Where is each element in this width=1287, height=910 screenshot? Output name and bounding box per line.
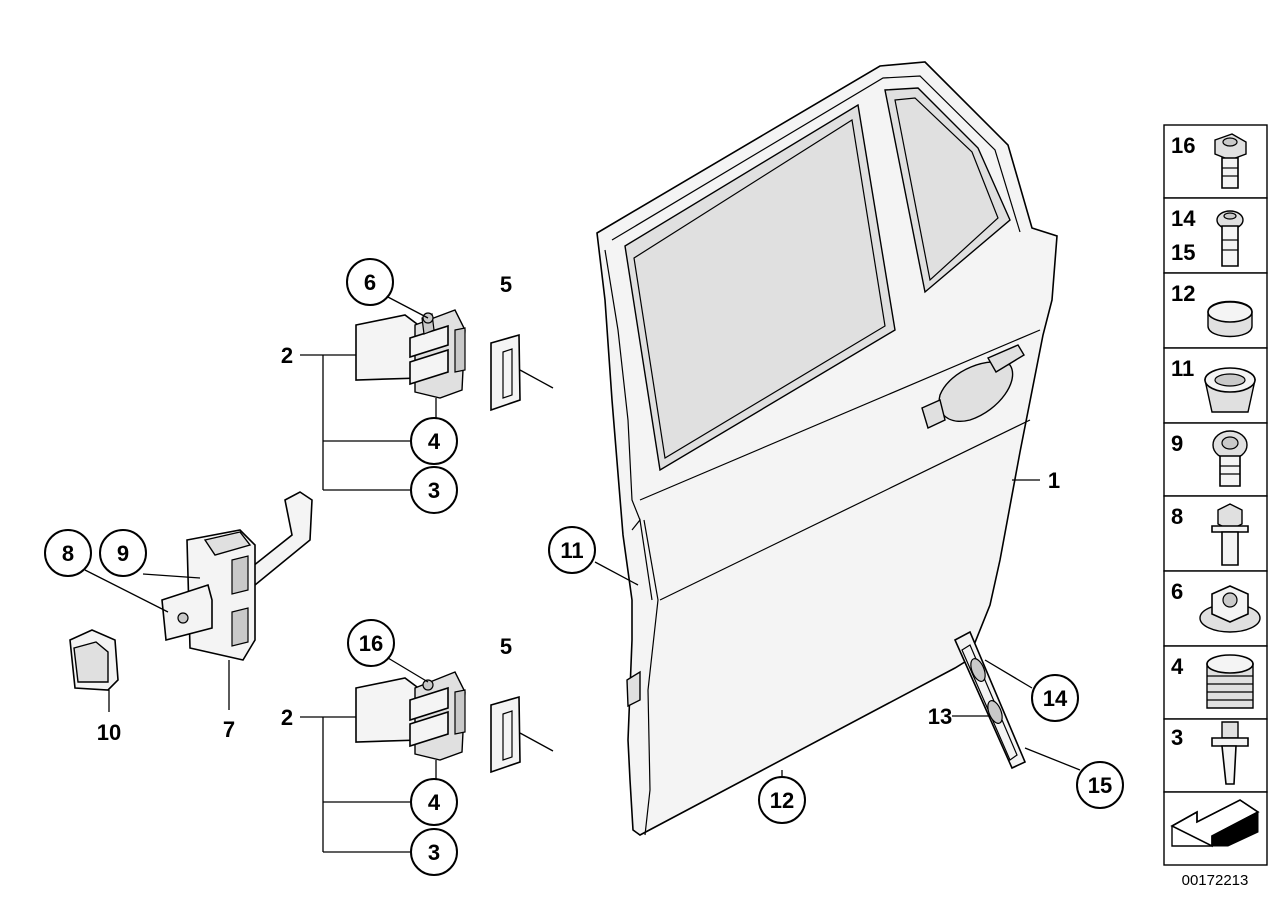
hex-bolt-icon — [1211, 503, 1249, 566]
label-7: 7 — [223, 717, 235, 742]
svg-text:15: 15 — [1171, 240, 1195, 265]
svg-text:14: 14 — [1171, 206, 1196, 231]
legend-row-8: 8 — [1163, 495, 1268, 572]
door-buffer — [69, 629, 119, 691]
label-2-upper: 2 — [281, 343, 293, 368]
legend-row-12: 12 — [1163, 272, 1268, 349]
torx-bolt-icon — [1216, 210, 1244, 267]
callout-12: 12 — [758, 776, 806, 824]
callout-4-lower: 4 — [410, 778, 458, 826]
legend-row-arrow — [1163, 791, 1268, 866]
callout-4-upper: 4 — [410, 417, 458, 465]
svg-text:16: 16 — [359, 631, 383, 656]
torx-bolt-short-icon — [1212, 430, 1248, 487]
svg-text:15: 15 — [1088, 773, 1112, 798]
svg-text:12: 12 — [770, 788, 794, 813]
diagram-id: 00172213 — [1182, 872, 1249, 889]
svg-text:4: 4 — [428, 790, 441, 815]
direction-arrow-icon — [1170, 799, 1260, 848]
svg-text:6: 6 — [364, 270, 376, 295]
legend-row-14-15: 14 15 — [1163, 197, 1268, 274]
stud-bolt-icon — [1211, 721, 1249, 785]
legend-row-3: 3 — [1163, 718, 1268, 793]
svg-text:9: 9 — [117, 541, 129, 566]
svg-text:8: 8 — [1171, 504, 1183, 529]
label-2-lower: 2 — [281, 705, 293, 730]
lower-hinge-shim — [490, 695, 521, 774]
svg-text:4: 4 — [1171, 654, 1184, 679]
label-10: 10 — [97, 720, 121, 745]
label-5-lower: 5 — [500, 634, 512, 659]
grommet-icon — [1204, 367, 1256, 413]
svg-text:4: 4 — [428, 429, 441, 454]
torx-bolt-flange-icon — [1214, 133, 1247, 189]
svg-text:9: 9 — [1171, 431, 1183, 456]
spring-nut-icon — [1206, 654, 1254, 709]
upper-hinge — [355, 309, 466, 399]
callout-8: 8 — [44, 529, 92, 577]
svg-text:12: 12 — [1171, 281, 1195, 306]
legend-row-4: 4 — [1163, 645, 1268, 720]
leader-lines — [84, 295, 1081, 853]
legend-row-11: 11 — [1163, 347, 1268, 424]
callout-15: 15 — [1076, 761, 1124, 809]
fastener-legend: 16 14 15 12 — [1163, 124, 1268, 866]
callout-3-upper: 3 — [410, 466, 458, 514]
callout-11: 11 — [548, 526, 596, 574]
svg-text:6: 6 — [1171, 579, 1183, 604]
legend-row-6: 6 — [1163, 570, 1268, 647]
door-check-strap — [161, 491, 313, 661]
plug-cap-icon — [1207, 300, 1253, 338]
callout-16: 16 — [347, 619, 395, 667]
legend-row-16: 16 — [1163, 124, 1268, 199]
label-5-upper: 5 — [500, 272, 512, 297]
svg-text:14: 14 — [1043, 686, 1068, 711]
svg-text:16: 16 — [1171, 133, 1195, 158]
callout-3-lower: 3 — [410, 828, 458, 876]
legend-row-9: 9 — [1163, 422, 1268, 497]
svg-text:3: 3 — [1171, 725, 1183, 750]
svg-text:3: 3 — [428, 478, 440, 503]
trim-strip — [953, 630, 1027, 770]
callout-6: 6 — [346, 258, 394, 306]
lower-hinge — [355, 671, 466, 761]
svg-text:11: 11 — [1171, 356, 1194, 381]
label-1: 1 — [1048, 468, 1060, 493]
callout-14: 14 — [1031, 674, 1079, 722]
svg-text:3: 3 — [428, 840, 440, 865]
svg-text:11: 11 — [560, 538, 583, 563]
rear-door-shell — [596, 61, 1058, 836]
svg-text:8: 8 — [62, 541, 74, 566]
hex-nut-flange-icon — [1199, 585, 1261, 633]
upper-hinge-shim — [490, 333, 521, 412]
callout-9: 9 — [99, 529, 147, 577]
label-13: 13 — [928, 704, 952, 729]
